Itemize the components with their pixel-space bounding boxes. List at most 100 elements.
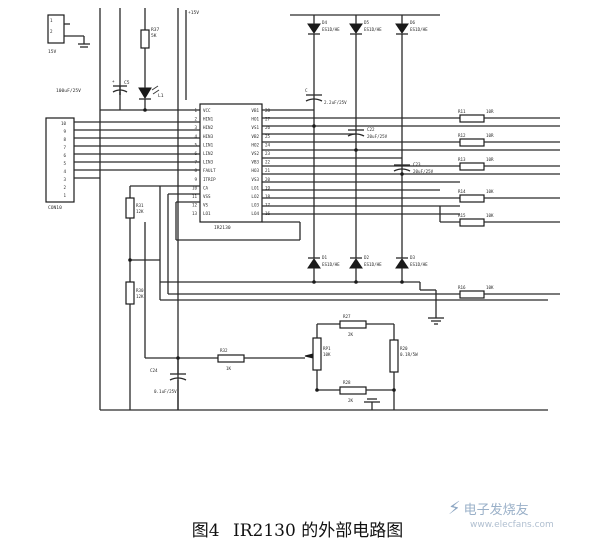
ic-right-pin-number: 17 xyxy=(265,203,271,208)
ic-right-pin-number: 26 xyxy=(265,125,271,130)
gate-resistors: R11 10R R12 10R R13 10R R14 10K R15 10K … xyxy=(458,109,560,299)
caption-title: IR2130 的外部电路图 xyxy=(233,521,404,541)
svg-text:R27: R27 xyxy=(343,314,351,319)
ic-right-pin-name: VS1 xyxy=(251,125,259,130)
ic-left-pin-number: 3 xyxy=(194,125,197,130)
svg-text:+: + xyxy=(112,79,115,84)
svg-text:10K: 10K xyxy=(323,352,331,357)
ic-left-pin-name: VSS xyxy=(203,194,211,199)
ic-left-pin-number: 9 xyxy=(194,177,197,182)
ic-left-pin-number: 13 xyxy=(192,211,198,216)
ic-right-pin-number: 21 xyxy=(265,168,271,173)
figure-caption: 图4 IR2130 的外部电路图 xyxy=(0,516,595,541)
svg-text:CON10: CON10 xyxy=(48,205,62,211)
svg-text:IR2130: IR2130 xyxy=(214,225,231,231)
svg-text:ES1D/HE: ES1D/HE xyxy=(364,27,382,32)
svg-text:2K: 2K xyxy=(348,332,354,337)
junctions xyxy=(128,108,404,392)
svg-text:0.1uF/25V: 0.1uF/25V xyxy=(154,389,177,394)
ic-left-pin-number: 11 xyxy=(192,194,198,199)
connector-pin-label: 1 xyxy=(63,193,66,198)
ir2130-chip: IR2130 xyxy=(199,103,263,231)
led-l1: L1 xyxy=(138,80,164,110)
ic-left-pin-number: 4 xyxy=(194,134,197,139)
ic-right-pin-name: LO3 xyxy=(251,203,259,208)
ic-right-pin-name: HO1 xyxy=(251,117,259,122)
diode-d5: D5 ES1D/HE xyxy=(349,20,382,35)
ic-right-pin-name: VB3 xyxy=(251,160,259,165)
svg-text:R16: R16 xyxy=(458,285,466,290)
ic-left-pin-name: LIN3 xyxy=(203,160,214,165)
caption-prefix: 图4 xyxy=(191,521,220,541)
svg-text:R31: R31 xyxy=(136,203,144,208)
supply-label: +15V xyxy=(188,10,199,16)
c22-capacitor: C22 20uF/25V xyxy=(347,127,388,139)
ic-left-pin-name: LIN2 xyxy=(203,151,214,156)
ic-right-pin-number: 22 xyxy=(265,160,271,165)
svg-text:2: 2 xyxy=(50,29,53,34)
con10-connector: CON10 xyxy=(45,117,75,211)
ic-right-pin-name: VS2 xyxy=(251,151,259,156)
svg-text:0.1R/5W: 0.1R/5W xyxy=(400,352,418,357)
svg-text:RP1: RP1 xyxy=(323,346,331,351)
svg-text:C22: C22 xyxy=(367,127,375,132)
svg-text:10K: 10K xyxy=(486,213,494,218)
ic-left-pin-name: HIN3 xyxy=(203,134,214,139)
svg-text:R32: R32 xyxy=(220,348,228,353)
r37-resistor: R37 5K xyxy=(140,27,160,80)
power-source: 1 2 15V xyxy=(47,14,90,55)
connector-pin-label: 6 xyxy=(63,153,66,158)
ic-right-pin-number: 24 xyxy=(265,142,271,147)
r27-resistor: R27 2K xyxy=(317,314,394,337)
ic-right-pin-name: VS3 xyxy=(251,177,259,182)
c23-capacitor: C23 20uF/25V xyxy=(393,162,434,174)
r30-resistor: R30 12K xyxy=(125,259,160,410)
ic-left-pin-number: 12 xyxy=(192,203,198,208)
svg-text:100uF/25V: 100uF/25V xyxy=(56,88,81,94)
r31-resistor: R31 12K xyxy=(125,185,160,282)
svg-text:12K: 12K xyxy=(136,209,144,214)
svg-text:10R: 10R xyxy=(486,109,494,114)
svg-text:1K: 1K xyxy=(226,366,232,371)
connector-pin-label: 8 xyxy=(63,137,66,142)
svg-text:12K: 12K xyxy=(136,294,144,299)
svg-text:C24: C24 xyxy=(150,368,158,373)
ic-right-pin-name: HO2 xyxy=(251,142,259,147)
ic-right-pin-name: VB1 xyxy=(251,108,259,113)
svg-text:ES1D/HE: ES1D/HE xyxy=(410,262,428,267)
c5-capacitor: C5 100uF/25V + xyxy=(56,79,130,110)
svg-text:R37: R37 xyxy=(151,27,160,33)
ic-left-pin-name: FAULT xyxy=(203,168,216,173)
svg-text:D1: D1 xyxy=(322,255,328,260)
connector-pin-label: 4 xyxy=(63,169,66,174)
ic-right-pin-name: LO1 xyxy=(251,185,259,190)
ic-left-pin-name: LO1 xyxy=(203,211,211,216)
connector-pin-label: 9 xyxy=(63,129,66,134)
svg-text:D5: D5 xyxy=(364,20,370,25)
input-bus xyxy=(74,121,200,179)
ic-right-pin-name: HO3 xyxy=(251,168,259,173)
svg-text:10R: 10R xyxy=(486,133,494,138)
svg-text:D2: D2 xyxy=(364,255,370,260)
c24-capacitor: C24 0.1uF/25V xyxy=(150,358,187,410)
watermark-url: www.elecfans.com xyxy=(470,520,554,530)
svg-text:R28: R28 xyxy=(343,380,351,385)
ic-right-pin-number: 23 xyxy=(265,151,271,156)
svg-text:R12: R12 xyxy=(458,133,466,138)
connector-pin-label: 7 xyxy=(63,145,66,150)
svg-text:R11: R11 xyxy=(458,109,466,114)
ic-right-pin-number: 20 xyxy=(265,177,271,182)
ic-left-pin-number: 10 xyxy=(192,185,198,190)
ic-right-pin-number: 18 xyxy=(265,194,271,199)
ic-right-pin-name: LO2 xyxy=(251,194,259,199)
svg-text:C23: C23 xyxy=(413,162,421,167)
diode-d3: D3 ES1D/HE xyxy=(395,255,428,269)
ic-right-pin-number: 19 xyxy=(265,185,271,190)
ic-left-pin-name: ITRIP xyxy=(203,177,216,182)
svg-text:1: 1 xyxy=(50,18,53,23)
ic-right-pin-name: LO4 xyxy=(251,211,259,216)
svg-text:D6: D6 xyxy=(410,20,416,25)
diode-d4: D4 ES1D/HE xyxy=(307,20,340,35)
ic-left-pins: VCC1HIN12HIN23HIN34LIN15LIN26LIN37FAULT8… xyxy=(192,108,216,216)
